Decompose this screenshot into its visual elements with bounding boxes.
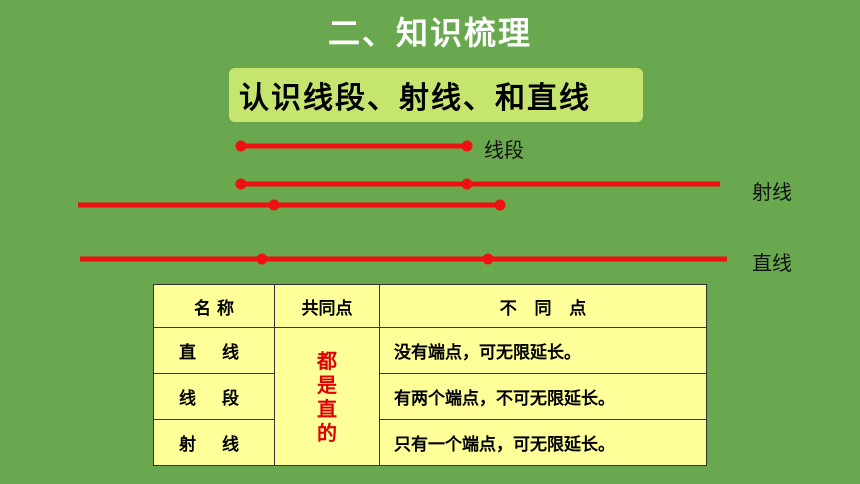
header-common: 共同点 <box>274 284 380 328</box>
common-text: 都是直的 <box>317 348 337 445</box>
ray-label: 射线 <box>752 180 792 204</box>
ray-2-point <box>268 199 280 211</box>
row-difference: 只有一个端点，可无限延长。 <box>379 418 707 467</box>
comparison-table: 名 称 共同点 不 同 点 直 线 都是直的 没有端点，可无限延长。 线 段 有… <box>153 284 707 467</box>
row-difference: 有两个端点，不可无限延长。 <box>379 372 707 420</box>
table-row: 线 段 有两个端点，不可无限延长。 <box>153 372 707 420</box>
topic-banner: 认识线段、射线、和直线 <box>229 68 643 122</box>
segment-endpoint-a <box>235 140 247 152</box>
header-difference: 不 同 点 <box>379 284 707 328</box>
table-header-row: 名 称 共同点 不 同 点 <box>153 284 707 328</box>
row-name: 直 线 <box>153 327 275 374</box>
ray-2-endpoint <box>494 199 506 211</box>
segment-endpoint-b <box>461 140 473 152</box>
line-point-b <box>482 253 494 265</box>
line-point-a <box>256 253 268 265</box>
header-name: 名 称 <box>153 284 275 328</box>
segment-label: 线段 <box>484 138 524 162</box>
line-label: 直线 <box>752 251 792 275</box>
common-cell: 都是直的 <box>274 327 380 466</box>
ray-1-point <box>461 178 473 190</box>
row-difference: 没有端点，可无限延长。 <box>379 327 707 374</box>
row-name: 线 段 <box>153 372 275 420</box>
topic-banner-text: 认识线段、射线、和直线 <box>239 81 591 116</box>
ray-1-endpoint <box>235 178 247 190</box>
row-name: 射 线 <box>153 418 275 467</box>
table-row: 直 线 都是直的 没有端点，可无限延长。 <box>153 327 707 466</box>
table-row: 射 线 只有一个端点，可无限延长。 <box>153 418 707 467</box>
page-title: 二、知识梳理 <box>327 14 532 52</box>
